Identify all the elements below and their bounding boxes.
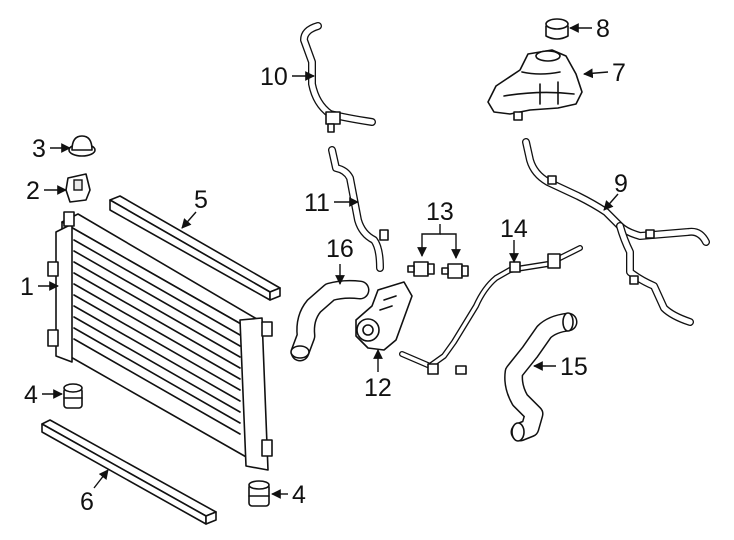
callout-numbers: 1 2 3 4 4 5 6 7 8 9 10 11 12 13 14 15 16 (20, 15, 628, 516)
callout-2: 2 (26, 177, 40, 205)
radiator-fins (73, 239, 241, 435)
expansion-tank (487, 49, 583, 121)
callout-4-upper: 4 (24, 381, 38, 409)
callout-14: 14 (500, 215, 528, 243)
insulator-upper (63, 383, 83, 409)
insulator-lower (248, 480, 270, 507)
bleed-valve-left (407, 261, 435, 277)
callout-leaders (38, 23, 619, 499)
water-pump-outlet (355, 281, 413, 351)
callout-12: 12 (364, 374, 392, 402)
callout-13: 13 (426, 198, 454, 226)
callout-1: 1 (20, 273, 34, 301)
tank-cap (545, 18, 569, 40)
lower-hose (504, 312, 578, 442)
bushing-cap (68, 135, 96, 157)
callout-4-lower: 4 (292, 481, 306, 509)
callout-10: 10 (260, 63, 288, 91)
bypass-pipe (399, 245, 583, 375)
callout-8: 8 (596, 15, 610, 43)
callout-6: 6 (80, 488, 94, 516)
coolant-hose-11 (328, 146, 389, 272)
callout-11: 11 (304, 189, 330, 217)
lower-seal (41, 419, 217, 525)
bracket (65, 173, 91, 203)
bleed-valve-right (441, 263, 469, 279)
radiator (47, 211, 273, 471)
upper-hose (300, 22, 376, 133)
callout-5: 5 (194, 186, 208, 214)
callout-9: 9 (614, 170, 628, 198)
radiator-hose-16 (290, 279, 370, 362)
callout-3: 3 (32, 135, 46, 163)
vent-hose (522, 138, 710, 326)
upper-seal (109, 195, 281, 301)
callout-15: 15 (560, 353, 588, 381)
callout-16: 16 (326, 235, 354, 263)
callout-7: 7 (612, 59, 626, 87)
